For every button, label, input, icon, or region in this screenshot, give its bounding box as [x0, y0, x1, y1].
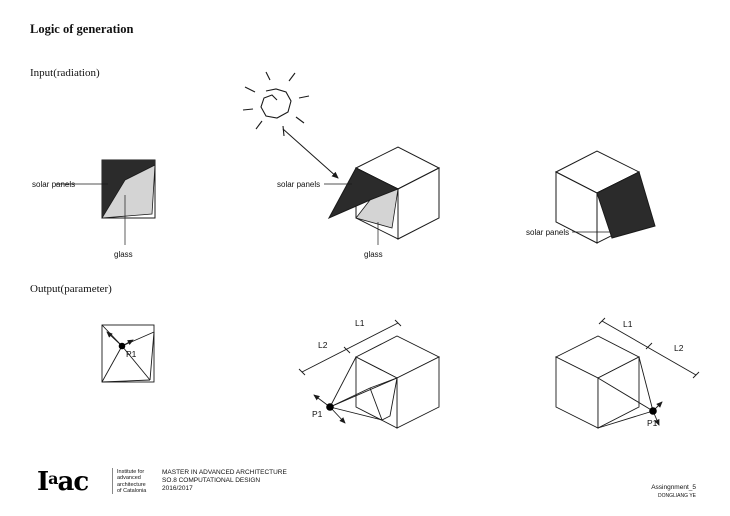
- label-p1-b: P1: [312, 409, 323, 419]
- radiation-arrow: [282, 128, 339, 179]
- logo-letter-c: c: [73, 467, 89, 497]
- institute-line: architecture: [117, 481, 146, 488]
- logo-letter-i: I: [37, 467, 49, 497]
- label-p1-c: P1: [647, 418, 658, 428]
- section-heading-output: Output(parameter): [30, 283, 112, 295]
- logo-letter-a: a: [57, 467, 75, 497]
- glass-surface: [355, 188, 399, 229]
- point-p1: [118, 342, 126, 350]
- logo-letter-a-sup: a: [48, 469, 58, 488]
- assignment-name: Assingnment_5: [651, 484, 696, 491]
- point-p1: [326, 403, 334, 411]
- label-solar-panels-3: solar panels: [526, 228, 569, 237]
- institute-line: advanced: [117, 475, 141, 482]
- label-l1-c: L1: [623, 319, 633, 329]
- input-panel-square: solar panels glass: [32, 159, 156, 259]
- page-title: Logic of generation: [30, 22, 134, 36]
- program-line: MASTER IN ADVANCED ARCHITECTURE: [162, 469, 287, 476]
- output-cube-left: [298, 319, 441, 429]
- label-glass-2: glass: [364, 250, 383, 259]
- point-p1: [649, 407, 657, 415]
- author-name: DONGLIANG YE: [658, 493, 696, 499]
- solar-panel-surface: [596, 171, 656, 239]
- label-solar-panels-1: solar panels: [32, 180, 75, 189]
- input-cube-left: solar panels glass: [277, 146, 441, 259]
- label-l2-c: L2: [674, 343, 684, 353]
- label-l2-b: L2: [318, 340, 328, 350]
- label-glass-1: glass: [114, 250, 133, 259]
- output-panel-square: [101, 324, 155, 383]
- institute-line: of Catalonia: [117, 487, 147, 494]
- output-cube-right: [554, 317, 700, 429]
- dimension-line-l1: [301, 322, 399, 373]
- iaac-logo: Iaac: [37, 466, 89, 497]
- institute-line: Institute for: [117, 469, 145, 475]
- sun-icon: [242, 71, 310, 137]
- program-line: 2016/2017: [162, 485, 193, 492]
- section-heading-input: Input(radiation): [30, 67, 100, 79]
- assignment-info: Assingnment_5 DONGLIANG YE: [651, 484, 696, 500]
- label-p1-a: P1: [126, 349, 137, 359]
- input-cube-right: solar panels: [526, 150, 656, 244]
- dimension-line-l1: [601, 320, 697, 376]
- program-line: SO.8 COMPUTATIONAL DESIGN: [162, 477, 261, 484]
- solar-panel-surface: [102, 160, 155, 218]
- glass-surface: [101, 164, 156, 219]
- label-l1-b: L1: [355, 318, 365, 328]
- institute-name: Institute for advanced architecture of C…: [117, 469, 162, 494]
- label-solar-panels-2: solar panels: [277, 180, 320, 189]
- program-info: MASTER IN ADVANCED ARCHITECTURE SO.8 COM…: [162, 469, 287, 493]
- logo-divider: [112, 468, 113, 494]
